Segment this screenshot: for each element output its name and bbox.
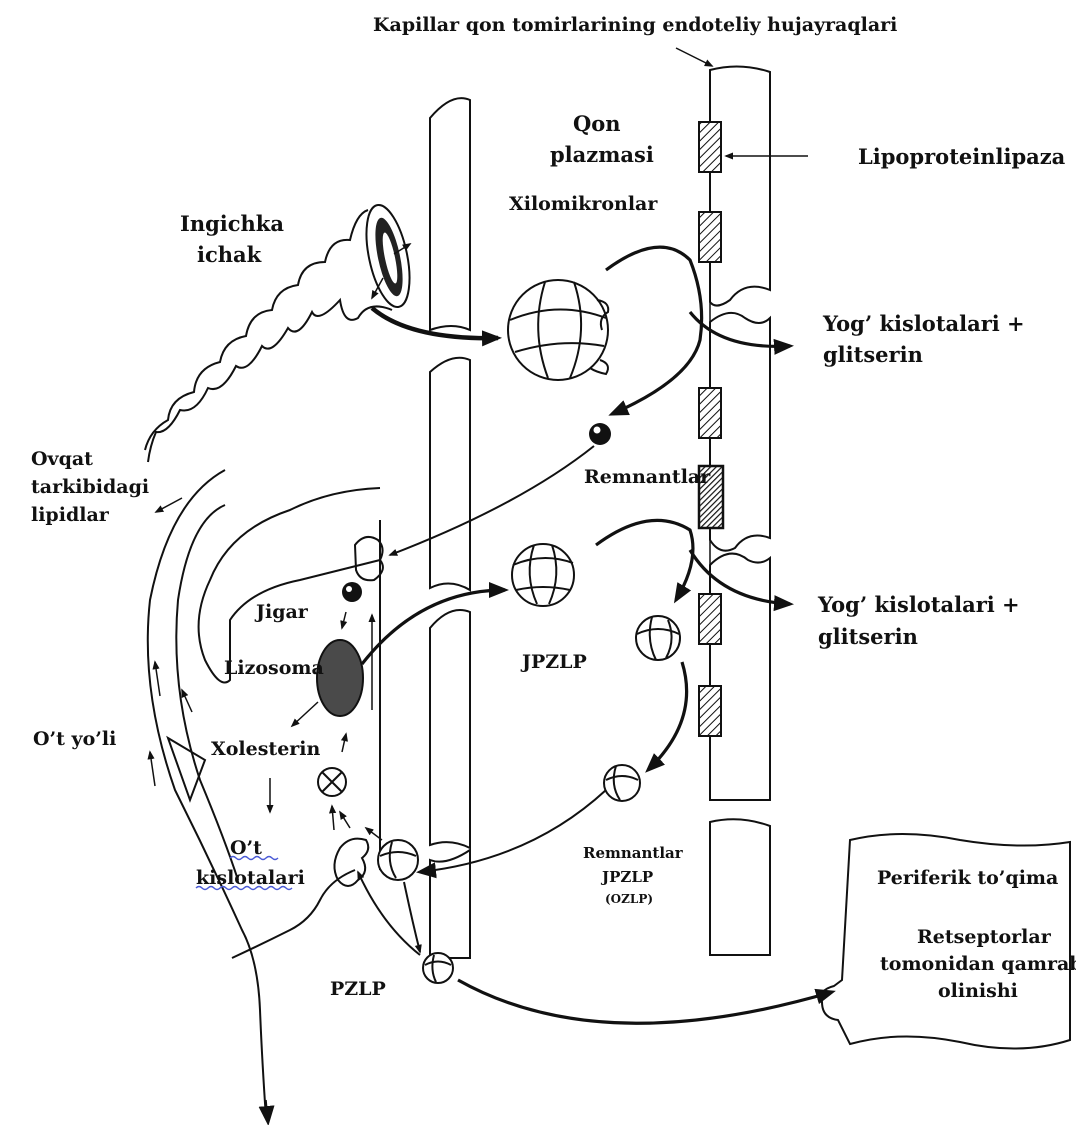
label-bile-acids-line2: kislotalari (196, 867, 305, 889)
label-fatty-acids-1-line1: Yog’ kislotalari + (822, 311, 1025, 336)
label-receptors-line2: tomonidan qamrab (880, 953, 1076, 975)
endothelial-cell-right-base (710, 819, 770, 955)
label-remnants: Remnantlar (584, 466, 711, 488)
lipoprotein-lipase-3 (699, 388, 721, 438)
endothelial-cell-left-top (430, 98, 470, 330)
label-bile-duct: O’t yo’li (33, 728, 116, 750)
vldl-particle (512, 544, 574, 606)
label-food-lipids-line1: Ovqat (31, 448, 93, 470)
label-remnants-vldl-line3: (OZLP) (605, 892, 653, 906)
bile-duct (148, 470, 268, 1122)
label-lipoprotein-lipase: Lipoproteinlipaza (858, 144, 1066, 169)
label-plasma-line2: plazmasi (550, 142, 654, 167)
endothelial-cell-right-bottom (710, 554, 770, 800)
endothelial-cell-left-bottom (430, 610, 470, 848)
label-receptors-line1: Retseptorlar (917, 926, 1052, 948)
small-intestine (145, 201, 417, 462)
idl-particle-liver (378, 840, 418, 880)
ldl-particle (423, 953, 453, 983)
label-bile-acids-line1: O’t (230, 837, 262, 859)
endothelial-cell-right-top (710, 66, 770, 305)
label-fatty-acids-2-line2: glitserin (818, 624, 918, 649)
endothelial-cell-left-base (430, 850, 470, 958)
lipoprotein-lipase-2 (699, 212, 721, 262)
label-food-lipids-line2: tarkibidagi (31, 476, 149, 498)
label-liver: Jigar (254, 601, 309, 623)
idl-particle-2 (604, 765, 640, 801)
chylomicron-remnant (589, 423, 611, 445)
label-peripheral-tissue: Periferik to’qima (877, 867, 1058, 889)
lipoprotein-lipase-1 (699, 122, 721, 172)
label-fatty-acids-2-line1: Yog’ kislotalari + (817, 592, 1020, 617)
label-chylomicrons: Xilomikronlar (509, 193, 658, 215)
label-vldl: JPZLP (520, 651, 587, 673)
label-intestine-line1: Ingichka (180, 211, 284, 236)
label-food-lipids-line3: lipidlar (31, 504, 110, 526)
label-intestine-line2: ichak (197, 242, 262, 267)
label-lysosome: Lizosoma (224, 657, 324, 679)
label-receptors-line3: olinishi (938, 980, 1018, 1002)
lysosome (317, 640, 363, 716)
endothelial-cell-left-middle (430, 358, 470, 590)
label-cholesterol: Xolesterin (211, 738, 321, 760)
lipoprotein-lipase-6 (699, 686, 721, 736)
label-plasma-line1: Qon (573, 111, 621, 136)
chylomicron-particle (508, 280, 608, 380)
ldl-receptor-symbol (318, 768, 346, 796)
idl-particle-1 (636, 616, 680, 660)
lipoprotein-lipase-5 (699, 594, 721, 644)
label-ldl: PZLP (330, 978, 386, 1000)
label-endothelium: Kapillar qon tomirlarining endoteliy huj… (373, 14, 897, 36)
label-remnants-vldl-line1: Remnantlar (583, 844, 684, 862)
label-fatty-acids-1-line2: glitserin (823, 342, 923, 367)
label-remnants-vldl-line2: JPZLP (600, 868, 653, 886)
remnant-in-liver (342, 582, 362, 602)
